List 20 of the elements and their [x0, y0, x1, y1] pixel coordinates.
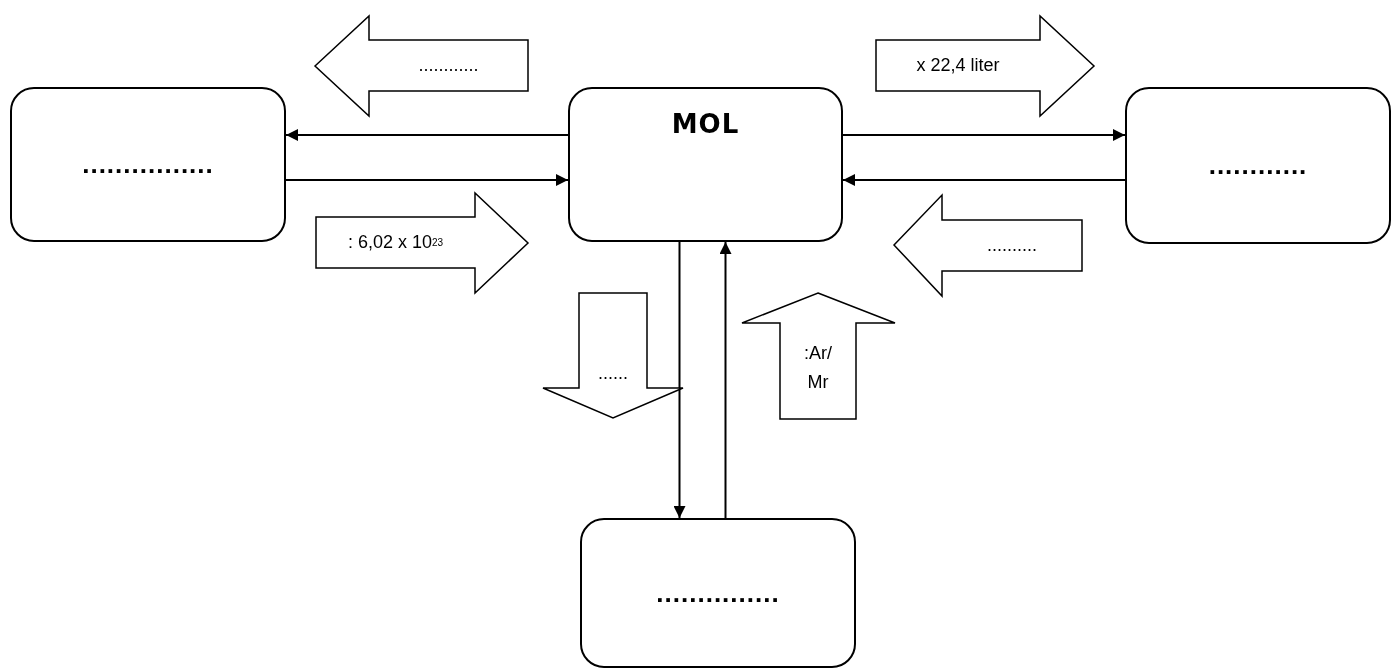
rounded-box	[580, 518, 856, 668]
arrow	[285, 174, 569, 186]
arrow-label: ......	[597, 361, 629, 385]
arrow-label: ............	[417, 54, 480, 78]
arrow	[673, 241, 686, 519]
rounded-box	[568, 87, 843, 242]
arrow-label: ..........	[986, 234, 1038, 258]
arrow-label: :Ar/ Mr	[803, 342, 833, 394]
fill-in-dots: ............	[1208, 150, 1308, 181]
fill-in-dots: ...............	[656, 577, 780, 609]
arrow	[842, 174, 1126, 186]
rounded-box	[1125, 87, 1391, 244]
arrow	[842, 129, 1126, 141]
arrow	[285, 129, 569, 141]
rounded-box	[10, 87, 286, 242]
arrow-label: x 22,4 liter	[915, 54, 1001, 78]
arrow	[719, 241, 732, 519]
arrow-label: : 6,02 x 10$^{23}$	[346, 231, 445, 255]
box-heading: MOL	[671, 109, 740, 139]
fill-in-dots: ................	[82, 149, 214, 180]
